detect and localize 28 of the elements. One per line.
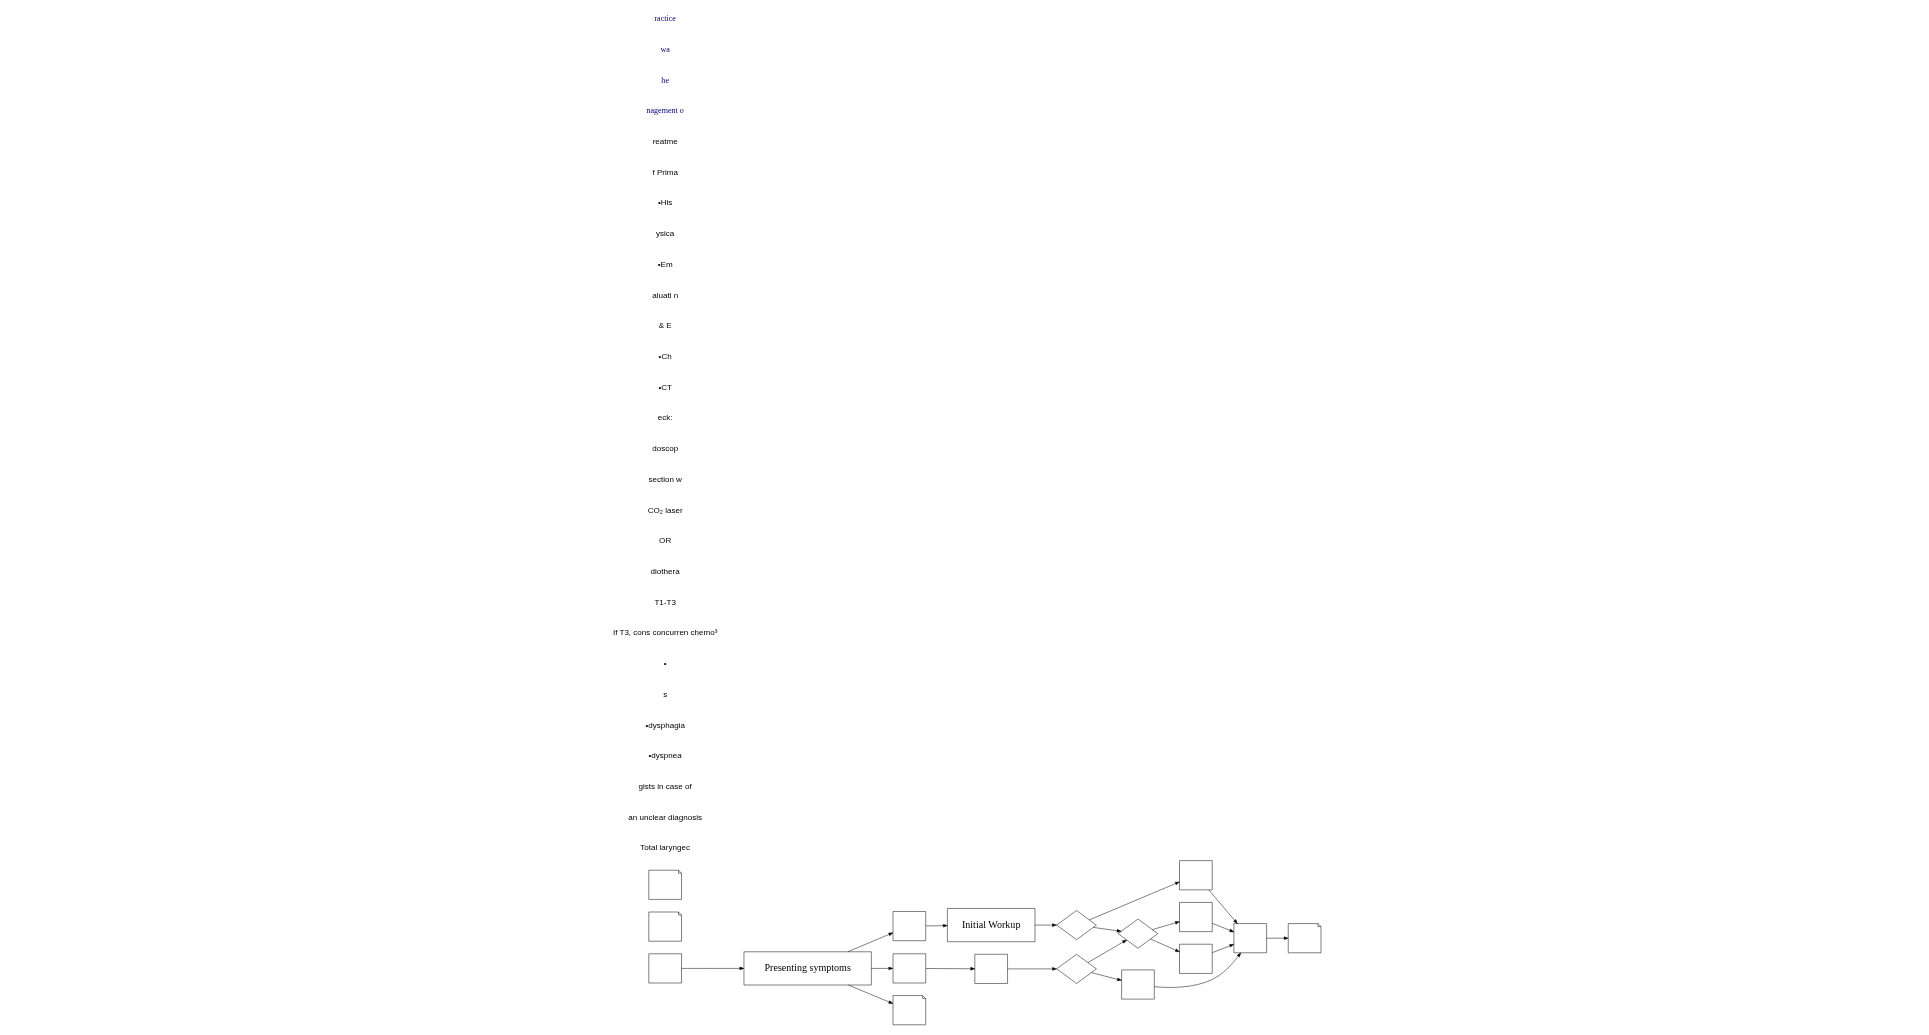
label: reatme xyxy=(652,137,678,147)
label: ractice xyxy=(654,14,676,24)
label: gists in case of xyxy=(638,782,692,792)
label: section w xyxy=(648,474,682,484)
label: nagement o xyxy=(646,106,684,116)
label: • xyxy=(663,659,667,669)
label: an unclear diagnosis xyxy=(628,812,703,822)
label: If T3, cons concurren chemo³ xyxy=(612,628,718,638)
label: •dysphagia xyxy=(645,720,685,730)
label: •His xyxy=(657,198,673,208)
label: diothera xyxy=(650,567,680,577)
label: wa xyxy=(660,44,670,54)
label: CO₂ laser xyxy=(647,505,683,515)
label: ysica xyxy=(655,229,675,239)
label: he xyxy=(661,75,669,85)
label: OR xyxy=(659,536,672,546)
label: •Ch xyxy=(658,352,672,362)
label: s xyxy=(663,689,668,699)
label: Total laryngec xyxy=(640,843,690,853)
label: •CT xyxy=(658,382,672,392)
label: f Prima xyxy=(652,167,678,177)
label: doscop xyxy=(652,444,679,454)
label: & E xyxy=(658,321,672,331)
label: T1-T3 xyxy=(654,597,676,607)
label: eck: xyxy=(657,413,673,423)
label: •dyspnea xyxy=(648,751,682,761)
label: •Em xyxy=(657,259,673,269)
label: aluati n xyxy=(652,290,679,300)
